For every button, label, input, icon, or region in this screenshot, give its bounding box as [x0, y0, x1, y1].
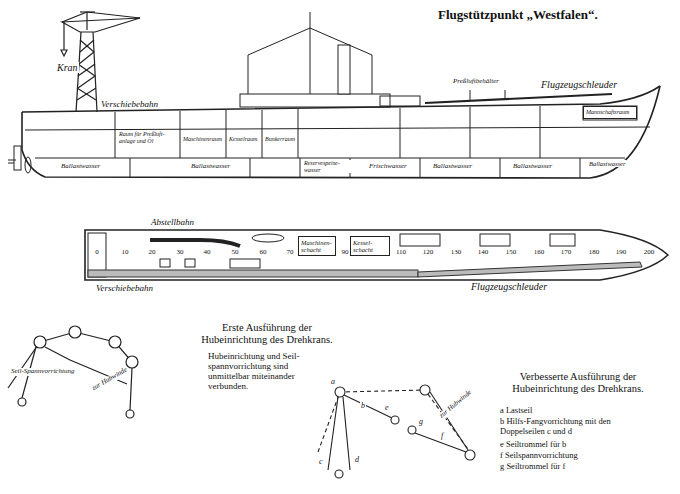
- frame-number: 60: [259, 249, 268, 257]
- part-label: Verschiebebahn: [100, 99, 159, 109]
- part-label: b: [360, 402, 366, 411]
- part-label: Ballastwasser: [190, 163, 231, 171]
- part-label: b Hilfs-Fangvorrichtung mit den Doppelse…: [500, 417, 640, 436]
- frame-number: 0: [94, 249, 100, 257]
- part-label: e: [384, 404, 390, 413]
- part-label: Verschiebebahn: [95, 283, 154, 293]
- frame-number: 150: [505, 249, 518, 257]
- frame-number: 70: [286, 249, 295, 257]
- box-text: Mannschaftsraum: [586, 109, 634, 116]
- part-label: Frischwasser: [368, 163, 408, 171]
- part-label: Abstellbahn: [150, 217, 195, 227]
- part-label: zur Hubwinde: [90, 366, 130, 394]
- frame-number: 160: [533, 249, 546, 257]
- part-label: d: [354, 456, 360, 465]
- compartment-box: Maschinen-schacht: [298, 236, 336, 256]
- part-label: Seil-Spannvorrichtung: [10, 368, 75, 376]
- frame-number: 110: [395, 249, 407, 257]
- part-label: Ballastwasser: [60, 163, 101, 171]
- part-label: e Seiltrommel für b: [500, 440, 566, 450]
- part-label: Raum für Preßluft-anlage und Öl: [118, 131, 178, 144]
- part-label: Reservespeise-wasser: [303, 160, 351, 173]
- frame-number: 190: [615, 249, 628, 257]
- part-label: Kran: [56, 62, 79, 73]
- part-label: Erste Ausführung der Hubeinrichtung des …: [196, 322, 338, 346]
- frame-number: 180: [588, 249, 601, 257]
- frame-number: 170: [560, 249, 573, 257]
- frame-number: 90: [341, 249, 350, 257]
- compartment-box: Kessel-schacht: [350, 236, 390, 256]
- frame-number: 40: [203, 249, 212, 257]
- part-label: f Seilspannvorrichtung: [500, 451, 578, 461]
- frame-number: 130: [450, 249, 463, 257]
- frame-number: 140: [477, 249, 490, 257]
- part-label: g Seiltrommel für f: [500, 462, 565, 472]
- part-label: Verbesserte Ausführung der Hubeinrichtun…: [490, 371, 666, 395]
- frame-number: 20: [148, 249, 157, 257]
- part-label: Kesselraum: [228, 136, 258, 143]
- part-label: Ballastwasser: [432, 163, 473, 171]
- title: Flugstützpunkt „Westfalen“.: [438, 8, 598, 23]
- frame-number: 30: [176, 249, 185, 257]
- frame-number: 10: [121, 249, 130, 257]
- frame-number: 50: [231, 249, 240, 257]
- part-label: Hubeinrichtung und Seil-spannvorrichtung…: [208, 351, 316, 391]
- part-label: Flugzeugschleuder: [540, 79, 618, 90]
- part-label: Flugzeugschleuder: [470, 281, 548, 292]
- box-text: Kessel-schacht: [353, 239, 387, 253]
- part-label: a Lastseil: [500, 406, 532, 416]
- frame-number: 120: [422, 249, 435, 257]
- part-label: Maschinenraum: [182, 136, 223, 143]
- part-label: Bunkerraum: [264, 136, 296, 143]
- part-label: c: [318, 458, 324, 467]
- part-label: Ballastwasser: [512, 163, 553, 171]
- part-label: zur Hubwinde: [437, 388, 474, 421]
- part-label: g: [418, 418, 424, 427]
- part-label: f: [440, 432, 444, 441]
- part-label: Preßluftbehälter: [452, 78, 500, 86]
- part-label: Ballastwasser: [588, 160, 626, 167]
- frame-number: 200: [643, 249, 656, 257]
- box-text: Maschinen-schacht: [301, 239, 333, 253]
- part-label: a: [330, 378, 336, 387]
- compartment-box: Mannschaftsraum: [583, 106, 637, 119]
